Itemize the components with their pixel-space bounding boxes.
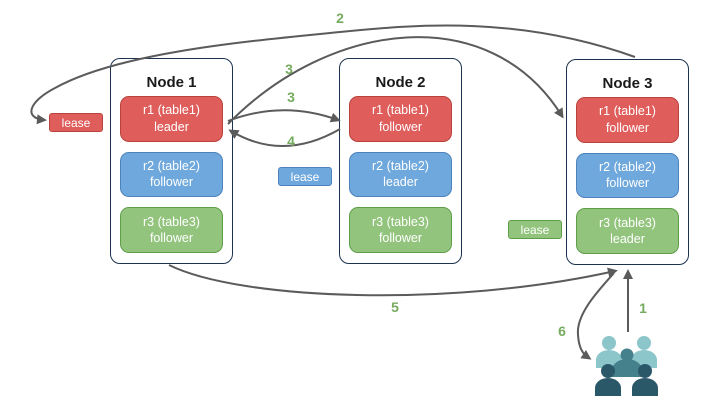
lease-badge-green: lease [508, 220, 562, 239]
node3-replica-r2: r2 (table2) follower [576, 152, 679, 199]
replica-role: follower [605, 120, 650, 135]
replica-name: r3 (table3) [599, 215, 656, 230]
replica-name: r1 (table1) [372, 103, 429, 118]
replica-name: r1 (table1) [599, 104, 656, 119]
node3-replica-r1: r1 (table1) follower [576, 96, 679, 143]
arrow-step5-node1-to-node3 [168, 264, 618, 297]
replica-name: r2 (table2) [599, 160, 656, 175]
replica-name: r1 (table1) [143, 103, 200, 118]
node-1-title: Node 1 [146, 73, 197, 91]
arrow-step6-node3-to-users [576, 272, 615, 360]
node2-replica-r1: r1 (table1) follower [349, 95, 452, 142]
replica-name: r2 (table2) [372, 159, 429, 174]
replica-role: follower [605, 176, 650, 191]
node1-replica-r1: r1 (table1) leader [120, 95, 223, 142]
users-group-icon [595, 336, 658, 396]
step-label-1: 1 [639, 300, 647, 316]
replica-role: follower [378, 231, 423, 246]
node1-replica-r3: r3 (table3) follower [120, 207, 223, 253]
node-2-title: Node 2 [375, 73, 426, 91]
replica-name: r3 (table3) [372, 214, 429, 229]
replica-role: leader [154, 119, 189, 134]
node-1-box: Node 1 r1 (table1) leader r2 (table2) fo… [110, 58, 233, 264]
replica-name: r3 (table3) [143, 214, 200, 229]
lease-badge-blue: lease [278, 167, 332, 186]
step-label-5: 5 [391, 299, 399, 315]
lease-badge-red: lease [49, 113, 103, 132]
arrow-step4-node2-to-node1 [228, 128, 341, 147]
replica-name: r2 (table2) [143, 159, 200, 174]
step-label-3b: 3 [287, 89, 295, 105]
step-label-3a: 3 [285, 61, 293, 77]
node-2-box: Node 2 r1 (table1) follower r2 (table2) … [339, 58, 462, 264]
replica-role: follower [149, 175, 194, 190]
node2-replica-r3: r3 (table3) follower [349, 207, 452, 253]
node-3-box: Node 3 r1 (table1) follower r2 (table2) … [566, 59, 689, 265]
replica-role: leader [383, 175, 418, 190]
replica-role: follower [149, 231, 194, 246]
node2-replica-r2: r2 (table2) leader [349, 151, 452, 198]
node3-replica-r3: r3 (table3) leader [576, 208, 679, 254]
node-3-title: Node 3 [602, 74, 653, 92]
step-label-4: 4 [287, 133, 295, 149]
step-label-6: 6 [558, 323, 566, 339]
step-label-2: 2 [336, 10, 344, 26]
replica-role: leader [610, 232, 645, 247]
arrow-step3-node1-to-node2 [227, 109, 341, 123]
replica-role: follower [378, 119, 423, 134]
node1-replica-r2: r2 (table2) follower [120, 151, 223, 198]
